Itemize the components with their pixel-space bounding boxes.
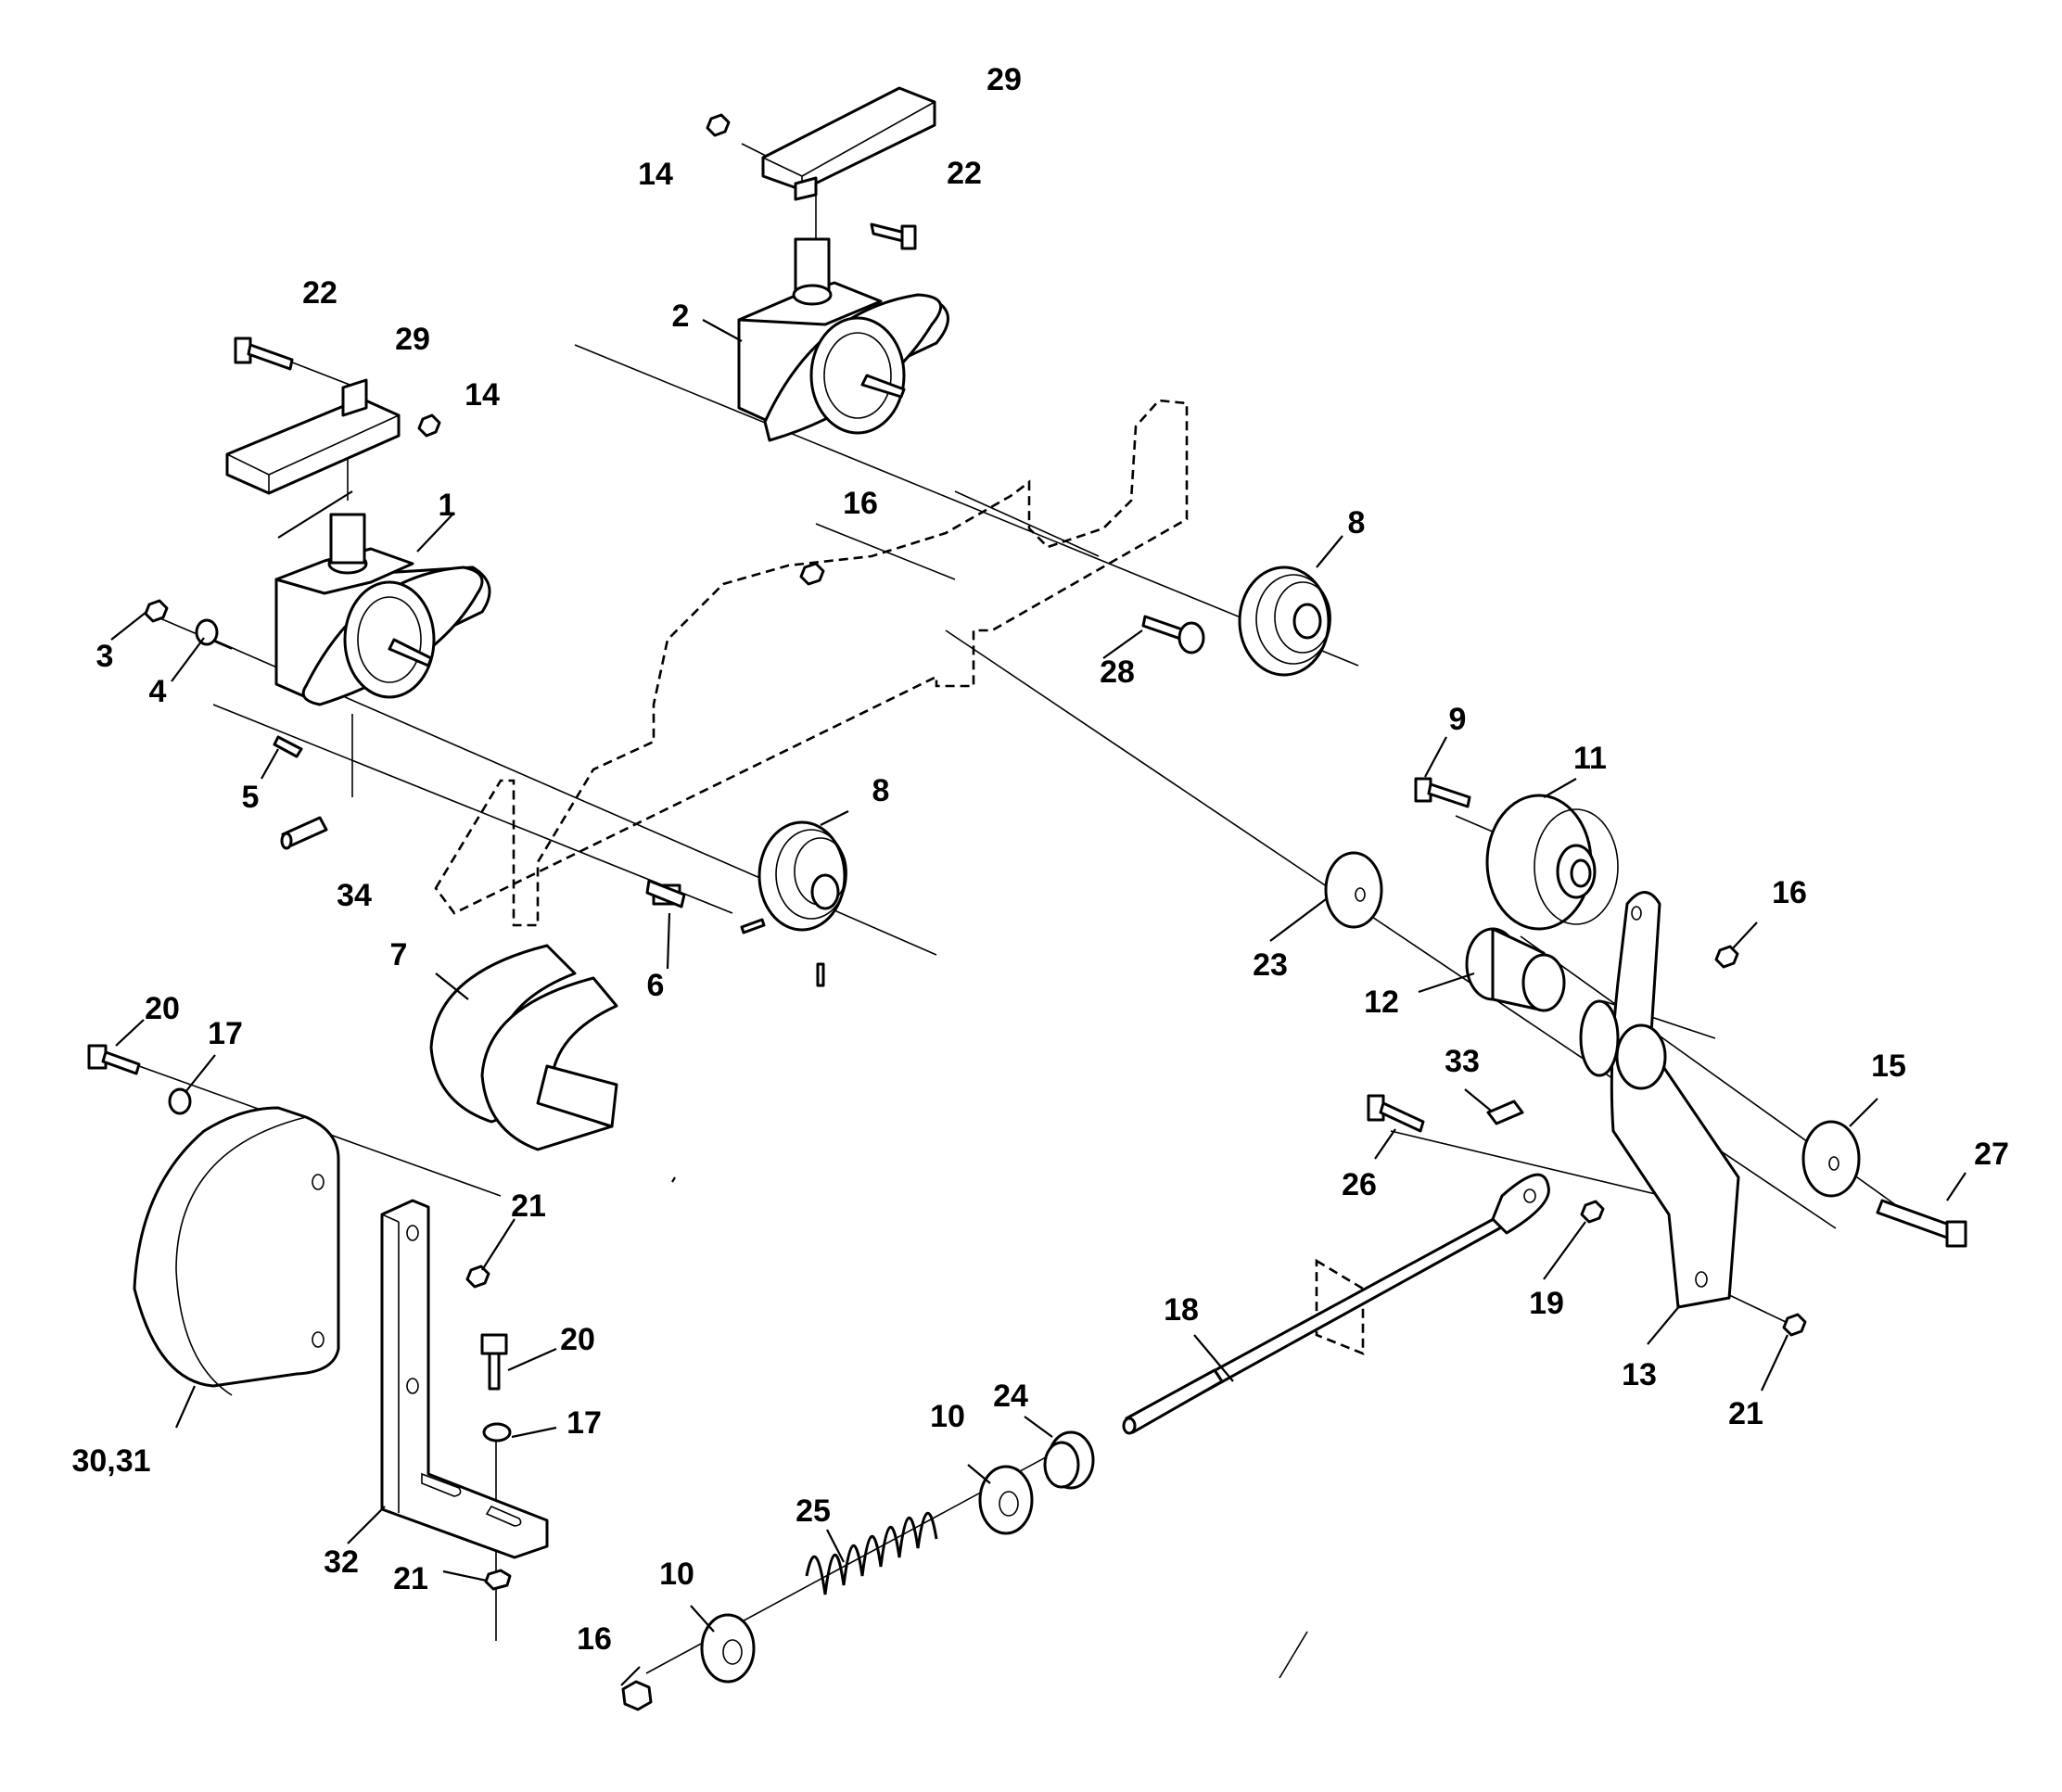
bracket-32	[380, 1199, 549, 1559]
callout-17-left: 17	[208, 1016, 243, 1051]
callout-11: 11	[1573, 741, 1607, 776]
callout-16-bottom: 16	[577, 1621, 612, 1657]
bracket-29-left	[225, 378, 401, 495]
callout-20-left: 20	[145, 991, 180, 1026]
callout-24: 24	[993, 1379, 1028, 1414]
pulley-lower	[757, 820, 847, 932]
bushing-12	[1465, 927, 1566, 1012]
washer-24	[1043, 1430, 1095, 1490]
callout-2: 2	[672, 299, 690, 334]
callout-16-top: 16	[843, 486, 878, 521]
gearbox-top	[737, 237, 949, 442]
callout-21-right: 21	[1728, 1396, 1763, 1431]
callout-22-left: 22	[302, 275, 337, 311]
belt-cover	[133, 1106, 340, 1396]
callout-20-lower: 20	[560, 1322, 595, 1357]
frame-outline	[434, 399, 1365, 1355]
callout-5: 5	[242, 780, 260, 815]
v-belt	[429, 944, 618, 1151]
callout-30-31: 30,31	[71, 1443, 150, 1479]
callout-27: 27	[1974, 1137, 2009, 1172]
callout-3: 3	[96, 639, 114, 674]
idler-arm	[1579, 891, 1740, 1309]
callout-28: 28	[1100, 655, 1135, 690]
idler-pulley	[1485, 794, 1619, 931]
callout-10-lower: 10	[659, 1557, 694, 1592]
spring-25	[805, 1512, 938, 1595]
callout-1: 1	[439, 488, 456, 523]
callout-33: 33	[1445, 1044, 1480, 1079]
washer-15	[1801, 1120, 1861, 1198]
callout-29-top: 29	[986, 62, 1022, 97]
callouts: 1 2 3 4 5 6 7 8 8 9 10 10 11 12 13 14 14…	[71, 62, 2008, 1657]
callout-13: 13	[1622, 1357, 1657, 1392]
callout-21-lower: 21	[393, 1561, 428, 1596]
callout-14-left: 14	[465, 377, 500, 413]
callout-29-left: 29	[395, 322, 430, 357]
callout-7: 7	[390, 937, 408, 972]
control-rod	[1122, 1173, 1550, 1435]
fasteners	[87, 113, 1967, 1711]
callout-4: 4	[149, 674, 167, 709]
callout-22-top: 22	[947, 156, 982, 191]
callout-25: 25	[796, 1493, 831, 1529]
leader-lines	[110, 319, 1967, 1686]
washer-10-upper	[978, 1465, 1034, 1535]
callout-14-top: 14	[638, 157, 673, 192]
callout-6: 6	[647, 968, 665, 1003]
callout-15: 15	[1871, 1049, 1906, 1084]
callout-9: 9	[1449, 702, 1467, 737]
washer-23	[1324, 851, 1383, 929]
callout-23: 23	[1253, 947, 1288, 983]
callout-8-lower: 8	[872, 773, 890, 808]
callout-17-lower: 17	[566, 1405, 602, 1441]
bracket-29-top	[761, 86, 936, 201]
gearbox-left	[274, 513, 491, 706]
callout-18: 18	[1164, 1292, 1199, 1328]
washer-10-lower	[700, 1613, 756, 1684]
callout-12: 12	[1364, 985, 1399, 1020]
callout-8-upper: 8	[1348, 505, 1366, 540]
callout-32: 32	[324, 1544, 359, 1580]
callout-34: 34	[337, 878, 372, 913]
callout-19: 19	[1529, 1286, 1564, 1321]
callout-10-upper: 10	[930, 1399, 965, 1434]
pulley-upper	[1238, 566, 1331, 677]
callout-21-upper: 21	[511, 1188, 546, 1224]
callout-26: 26	[1342, 1167, 1377, 1202]
callout-16-right: 16	[1772, 875, 1807, 910]
